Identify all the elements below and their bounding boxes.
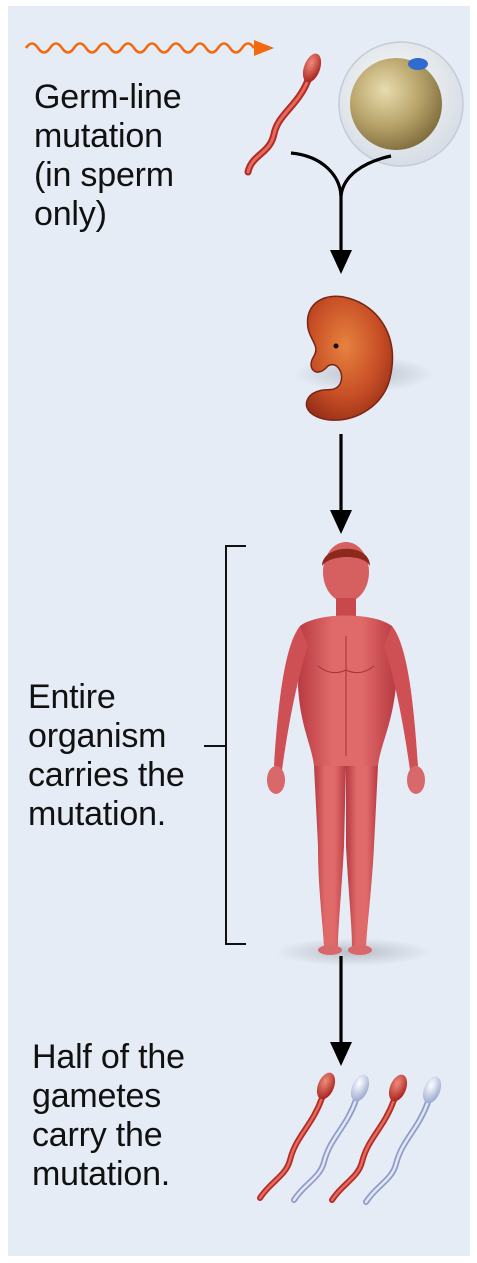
caption-line: Entire	[28, 678, 185, 717]
human-figure-icon	[267, 542, 431, 966]
caption-half-gametes: Half of the gametes carry the mutation.	[32, 1038, 185, 1194]
gamete-icon	[260, 1070, 445, 1202]
germline-mutation-figure: Germ-line mutation (in sperm only) Entir…	[8, 6, 470, 1256]
caption-line: organism	[28, 717, 185, 756]
organism-bracket	[204, 546, 246, 944]
caption-germline-mutation: Germ-line mutation (in sperm only)	[34, 78, 181, 234]
mutation-wave-icon	[26, 40, 274, 56]
caption-line: only)	[34, 195, 181, 234]
sperm-icon	[248, 51, 325, 172]
caption-entire-organism: Entire organism carries the mutation.	[28, 678, 185, 834]
caption-line: carries the	[28, 756, 185, 795]
egg-cell-icon	[339, 42, 463, 166]
gametogenesis-arrow	[330, 956, 352, 1066]
fertilization-arrow	[291, 153, 391, 274]
caption-line: Half of the	[32, 1038, 185, 1077]
caption-line: Germ-line	[34, 78, 181, 117]
caption-line: mutation	[34, 117, 181, 156]
embryo-icon	[294, 296, 434, 420]
development-arrow	[330, 434, 352, 534]
caption-line: mutation.	[32, 1155, 185, 1194]
caption-line: carry the	[32, 1116, 185, 1155]
caption-line: mutation.	[28, 795, 185, 834]
caption-line: (in sperm	[34, 156, 181, 195]
caption-line: gametes	[32, 1077, 185, 1116]
